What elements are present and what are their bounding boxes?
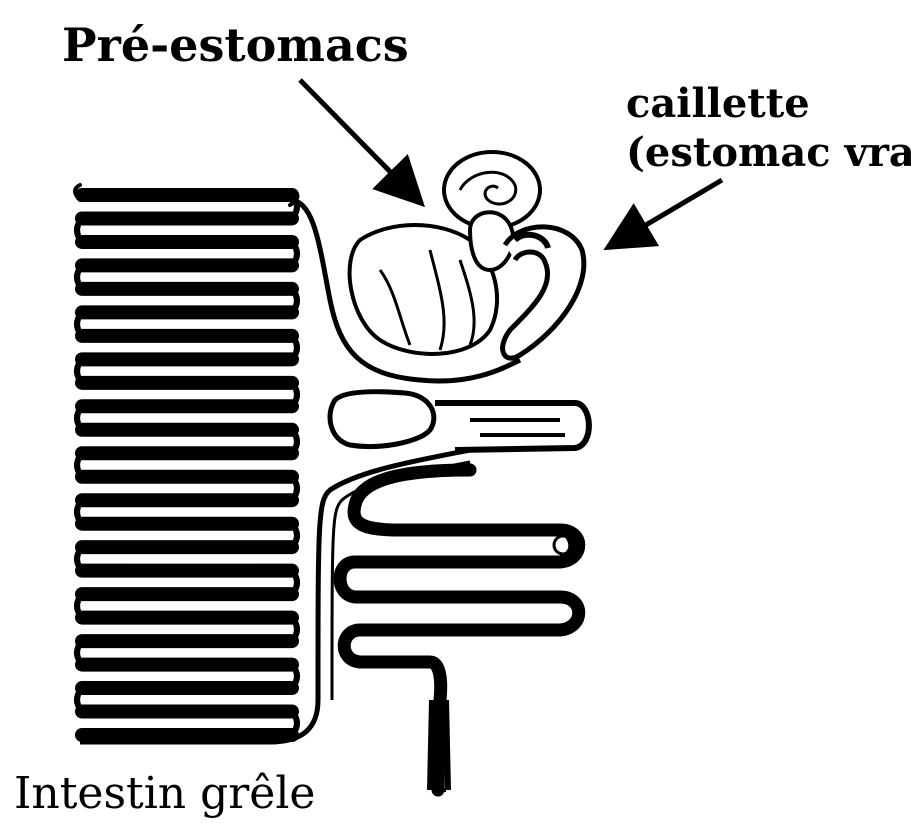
arrow-caillette xyxy=(612,180,722,245)
caillette-label-line2: (estomac vrai) xyxy=(626,129,911,178)
stomach-complex xyxy=(350,152,584,358)
pre-estomacs-label: Pré-estomacs xyxy=(62,22,409,68)
intestin-grele-label: Intestin grêle xyxy=(14,772,315,816)
caecum xyxy=(330,392,434,447)
abomasum xyxy=(503,227,584,358)
caillette-label-line1: caillette xyxy=(626,80,911,129)
spiral-colon xyxy=(340,470,579,790)
small-intestine-coils xyxy=(72,182,302,742)
colon-segment xyxy=(435,403,589,450)
caillette-label: caillette (estomac vrai) xyxy=(626,80,911,178)
arrow-pre-estomacs xyxy=(300,80,418,200)
